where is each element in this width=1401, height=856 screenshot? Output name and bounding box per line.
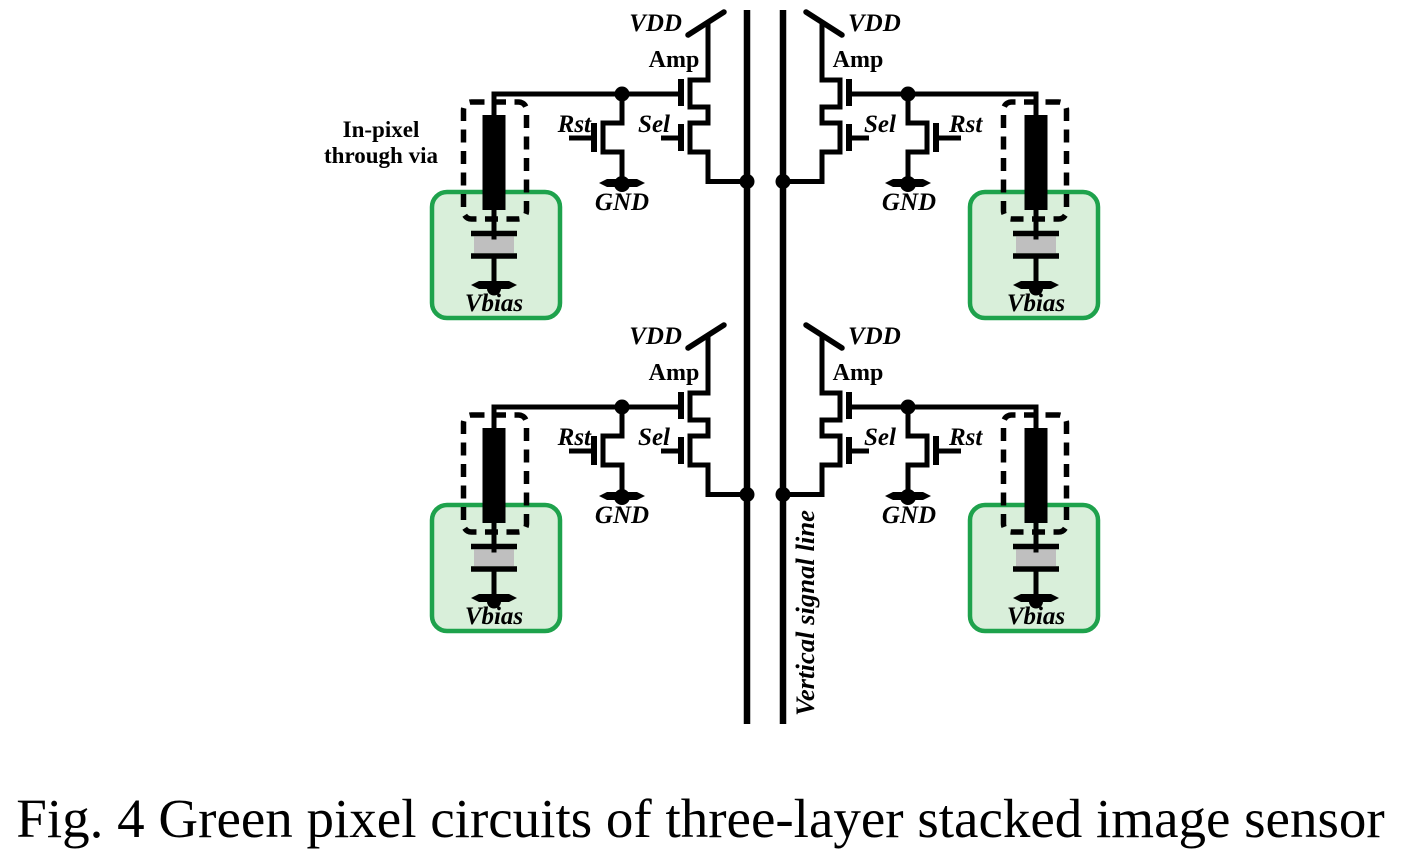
pixel-circuit-top-left bbox=[432, 12, 755, 318]
through-via-annotation: In-pixel through via bbox=[324, 117, 438, 168]
rst-label: Rst bbox=[557, 424, 592, 451]
rst-label: Rst bbox=[948, 111, 983, 138]
sel-label: Sel bbox=[638, 424, 670, 451]
amp-label: Amp bbox=[833, 360, 884, 386]
gnd-label: GND bbox=[595, 502, 649, 529]
pixel-circuit-top-right bbox=[776, 12, 1099, 318]
vdd-label: VDD bbox=[629, 323, 682, 350]
gnd-label: GND bbox=[595, 189, 649, 216]
amp-label: Amp bbox=[833, 47, 884, 73]
vbias-label: Vbias bbox=[465, 290, 523, 317]
sel-label: Sel bbox=[864, 111, 896, 138]
sel-label: Sel bbox=[638, 111, 670, 138]
vdd-label: VDD bbox=[848, 323, 901, 350]
through-via-note-line2: through via bbox=[324, 143, 438, 168]
gnd-label: GND bbox=[882, 189, 936, 216]
labels-bottom-left: VDD Amp Rst Sel GND Vbias bbox=[465, 323, 700, 630]
through-via-note-line1: In-pixel bbox=[343, 117, 420, 142]
pixel-circuit-bottom-left bbox=[432, 325, 755, 631]
amp-label: Amp bbox=[649, 47, 700, 73]
labels-top-left: VDD Amp Rst Sel GND Vbias bbox=[465, 10, 700, 317]
vdd-label: VDD bbox=[848, 10, 901, 37]
labels-bottom-right: VDD Amp Sel Rst GND Vbias bbox=[833, 323, 1066, 630]
sel-label: Sel bbox=[864, 424, 896, 451]
figure-caption: Fig. 4 Green pixel circuits of three-lay… bbox=[16, 788, 1385, 849]
rst-label: Rst bbox=[948, 424, 983, 451]
vdd-label: VDD bbox=[629, 10, 682, 37]
labels-top-right: VDD Amp Sel Rst GND Vbias bbox=[833, 10, 1066, 317]
rst-label: Rst bbox=[557, 111, 592, 138]
amp-label: Amp bbox=[649, 360, 700, 386]
pixel-circuit-bottom-right bbox=[776, 325, 1099, 631]
gnd-label: GND bbox=[882, 502, 936, 529]
circuit-diagram: VDD Amp Rst Sel GND Vbias VDD Amp Sel Rs… bbox=[324, 0, 1401, 724]
vertical-signal-line-label: Vertical signal line bbox=[791, 510, 820, 716]
vbias-label: Vbias bbox=[465, 603, 523, 630]
vbias-label: Vbias bbox=[1007, 603, 1065, 630]
vbias-label: Vbias bbox=[1007, 290, 1065, 317]
